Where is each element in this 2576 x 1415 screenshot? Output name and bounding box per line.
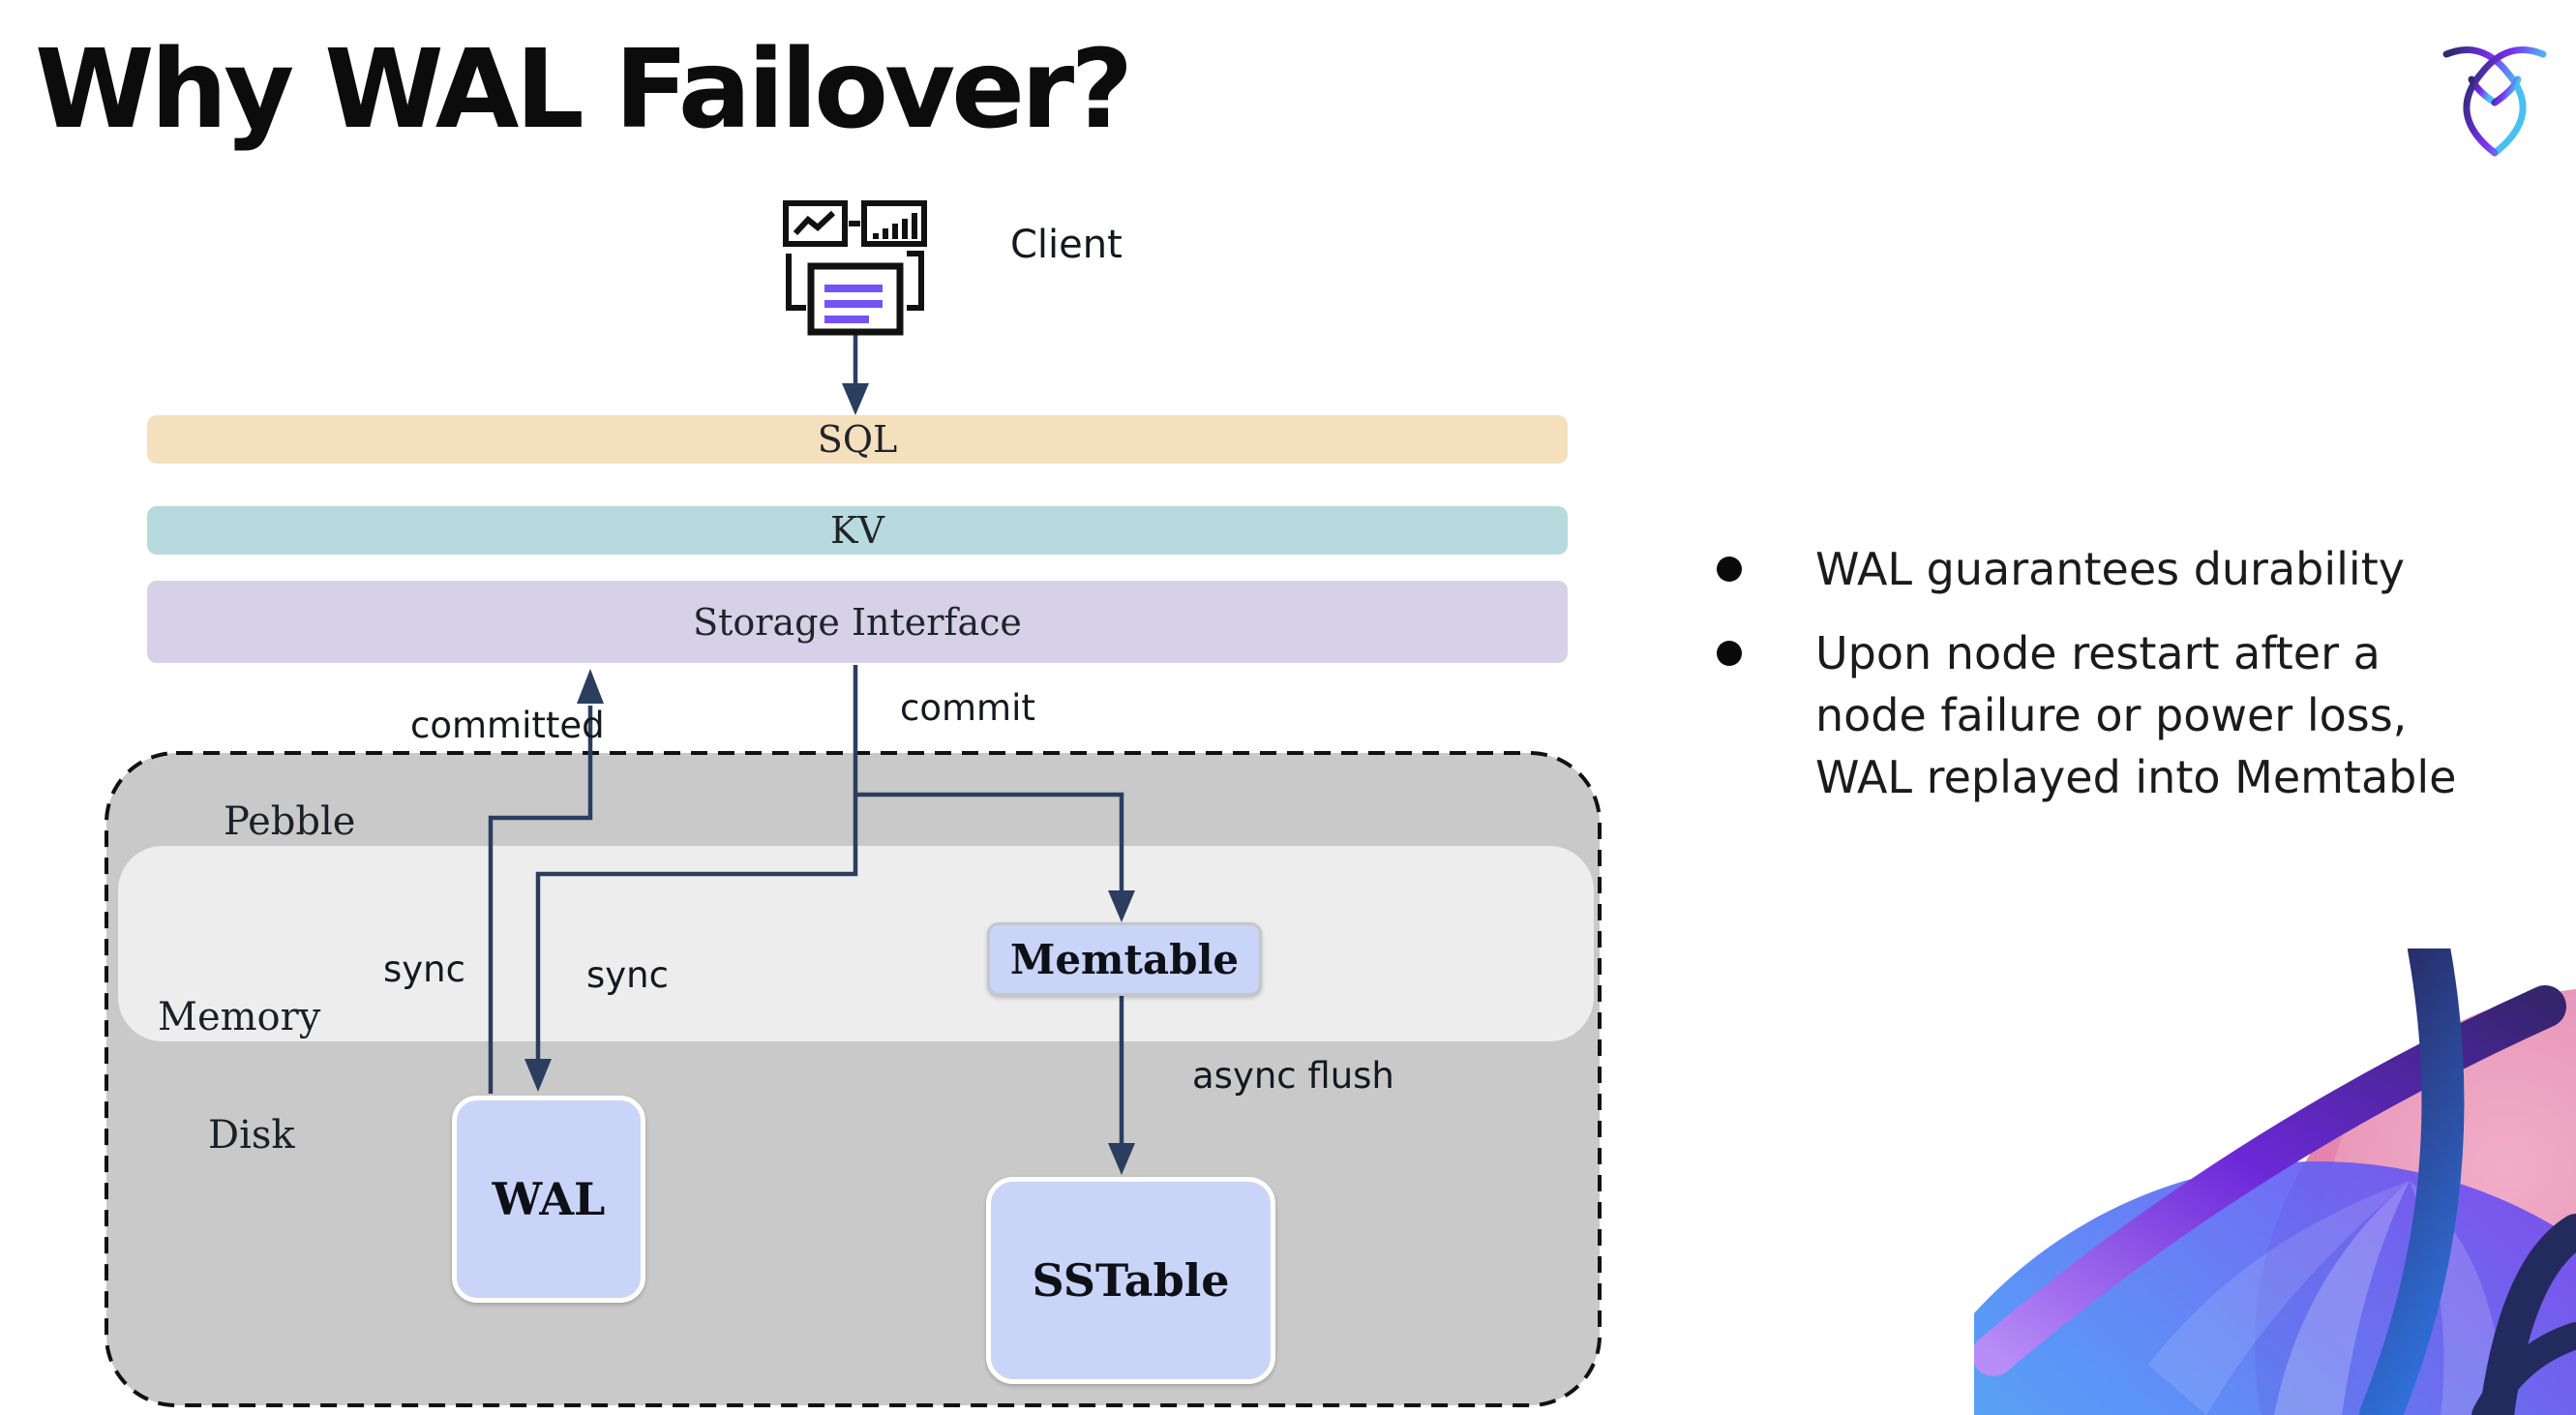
memtable-box: Memtable	[987, 922, 1262, 996]
bullet-line: node failure or power loss,	[1815, 689, 2408, 741]
chart-line-icon	[783, 200, 848, 247]
bullet-text: WAL guarantees durability	[1815, 538, 2405, 600]
bullet-dot	[1717, 641, 1742, 666]
async-flush-edge-label: async flush	[1192, 1055, 1394, 1097]
art-antenna-bands	[1974, 948, 2576, 1415]
bullet-line: WAL guarantees durability	[1815, 543, 2405, 595]
client-to-sql-arrow	[842, 335, 869, 415]
committed-edge-label: committed	[410, 705, 605, 746]
commit-memtable-arrow	[855, 792, 1135, 922]
bullet-line: WAL replayed into Memtable	[1815, 751, 2457, 803]
slide-title: Why WAL Failover?	[35, 27, 1133, 153]
storage-interface-label: Storage Interface	[693, 600, 1022, 644]
memtable-box-label: Memtable	[1009, 935, 1240, 983]
client-icon	[783, 200, 927, 336]
chart-bar-icon	[861, 200, 927, 247]
sstable-box: SSTable	[986, 1177, 1275, 1384]
client-label: Client	[1010, 223, 1123, 267]
committed-arrow	[488, 669, 604, 1094]
sync-committed-edge-label: sync	[383, 948, 465, 990]
commit-sync-wal-arrow	[524, 665, 858, 1092]
kv-layer-label: KV	[830, 509, 884, 552]
bullet-item-replay: Upon node restart after a node failure o…	[1717, 622, 2549, 808]
bullet-line: Upon node restart after a	[1815, 627, 2381, 679]
wal-box: WAL	[452, 1096, 645, 1303]
bullet-list: WAL guarantees durability Upon node rest…	[1717, 538, 2549, 808]
right-bracket	[907, 251, 924, 311]
wal-box-label: WAL	[492, 1173, 606, 1225]
corner-brand-art	[1974, 948, 2576, 1415]
sql-layer-bar: SQL	[147, 415, 1568, 464]
left-bracket	[786, 254, 806, 311]
kv-layer-bar: KV	[147, 506, 1568, 555]
sstable-box-label: SSTable	[1032, 1254, 1230, 1307]
bullet-dot	[1717, 557, 1742, 582]
document-icon	[807, 262, 904, 336]
sync-wal-edge-label: sync	[586, 954, 669, 996]
disk-region-label: Disk	[208, 1113, 295, 1158]
sql-layer-label: SQL	[817, 418, 898, 461]
cockroachdb-logo-icon	[2442, 46, 2547, 157]
bullet-item-durability: WAL guarantees durability	[1717, 538, 2549, 600]
bullet-text: Upon node restart after a node failure o…	[1815, 622, 2456, 808]
memory-region-label: Memory	[158, 995, 321, 1039]
commit-edge-label: commit	[900, 687, 1035, 729]
storage-interface-layer-bar: Storage Interface	[147, 581, 1568, 663]
pebble-region-label: Pebble	[224, 799, 356, 844]
async-flush-arrow	[1108, 992, 1135, 1175]
